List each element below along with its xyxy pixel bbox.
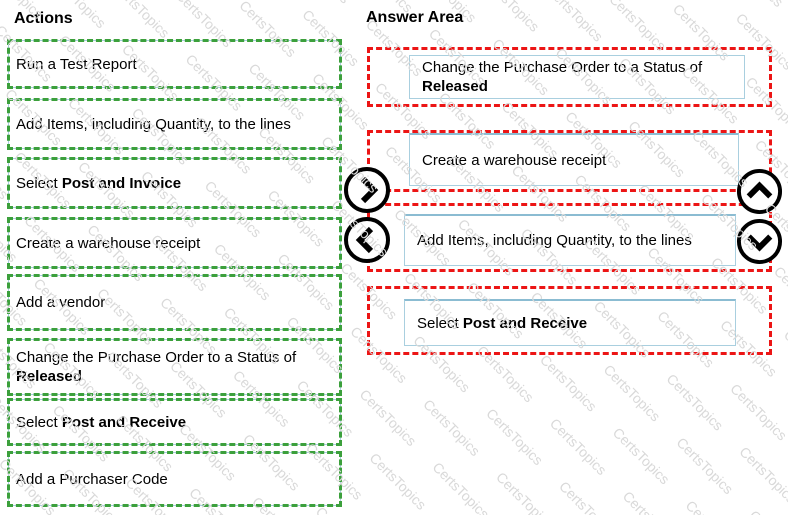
- action-item-label: Add a vendor: [16, 294, 106, 311]
- move-down-button[interactable]: [736, 217, 784, 265]
- action-item-label: Select Post and Receive: [16, 413, 187, 431]
- action-item-select-post-and-receive[interactable]: Select Post and Receive: [7, 398, 342, 446]
- answer-item-select-post-and-receive[interactable]: Select Post and Receive: [404, 299, 736, 346]
- answer-item-create-warehouse-receipt[interactable]: Create a warehouse receipt: [409, 133, 739, 186]
- answer-slot-1: Change the Purchase Order to a Status of…: [367, 47, 772, 107]
- answer-item-label: Create a warehouse receipt: [422, 151, 607, 169]
- chevron-up-icon: [736, 168, 783, 214]
- move-up-button[interactable]: [736, 167, 784, 215]
- action-item-label: Create a warehouse receipt: [16, 234, 201, 252]
- chevron-left-icon: [344, 217, 390, 263]
- answer-area-title: Answer Area: [366, 9, 464, 26]
- answer-item-add-items[interactable]: Add Items, including Quantity, to the li…: [404, 214, 736, 266]
- actions-title: Actions: [14, 10, 73, 27]
- answer-item-label: Select Post and Receive: [417, 314, 588, 332]
- answer-item-label: Change the Purchase Order to a Status of…: [422, 59, 703, 95]
- action-item-create-warehouse-receipt[interactable]: Create a warehouse receipt: [7, 217, 342, 269]
- chevron-down-icon: [736, 218, 783, 264]
- answer-slot-3: Add Items, including Quantity, to the li…: [367, 203, 772, 272]
- action-item-label: Run a Test Report: [16, 55, 137, 73]
- answer-item-change-po-status-released[interactable]: Change the Purchase Order to a Status of…: [409, 55, 745, 99]
- move-left-button[interactable]: [343, 216, 391, 264]
- action-item-label: Add a Purchaser Code: [16, 470, 168, 488]
- action-item-label: Add Items, including Quantity, to the li…: [16, 115, 291, 133]
- action-item-select-post-and-invoice[interactable]: Select Post and Invoice: [7, 157, 342, 209]
- action-item-label: Select Post and Invoice: [16, 174, 182, 192]
- move-right-button[interactable]: [343, 166, 391, 214]
- answer-slot-4: Select Post and Receive: [367, 286, 772, 355]
- answer-slot-2: Create a warehouse receipt: [367, 130, 772, 192]
- action-item-change-po-status-released[interactable]: Change the Purchase Order to a Status of…: [7, 338, 342, 396]
- answer-item-label: Add Items, including Quantity, to the li…: [417, 232, 692, 249]
- action-item-add-purchaser-code[interactable]: Add a Purchaser Code: [7, 451, 342, 507]
- action-item-label: Change the Purchase Order to a Status of…: [16, 349, 297, 385]
- action-item-add-a-vendor[interactable]: Add a vendor: [7, 274, 342, 331]
- action-item-run-test-report[interactable]: Run a Test Report: [7, 39, 342, 89]
- action-item-add-items[interactable]: Add Items, including Quantity, to the li…: [7, 98, 342, 150]
- chevron-right-icon: [344, 167, 390, 213]
